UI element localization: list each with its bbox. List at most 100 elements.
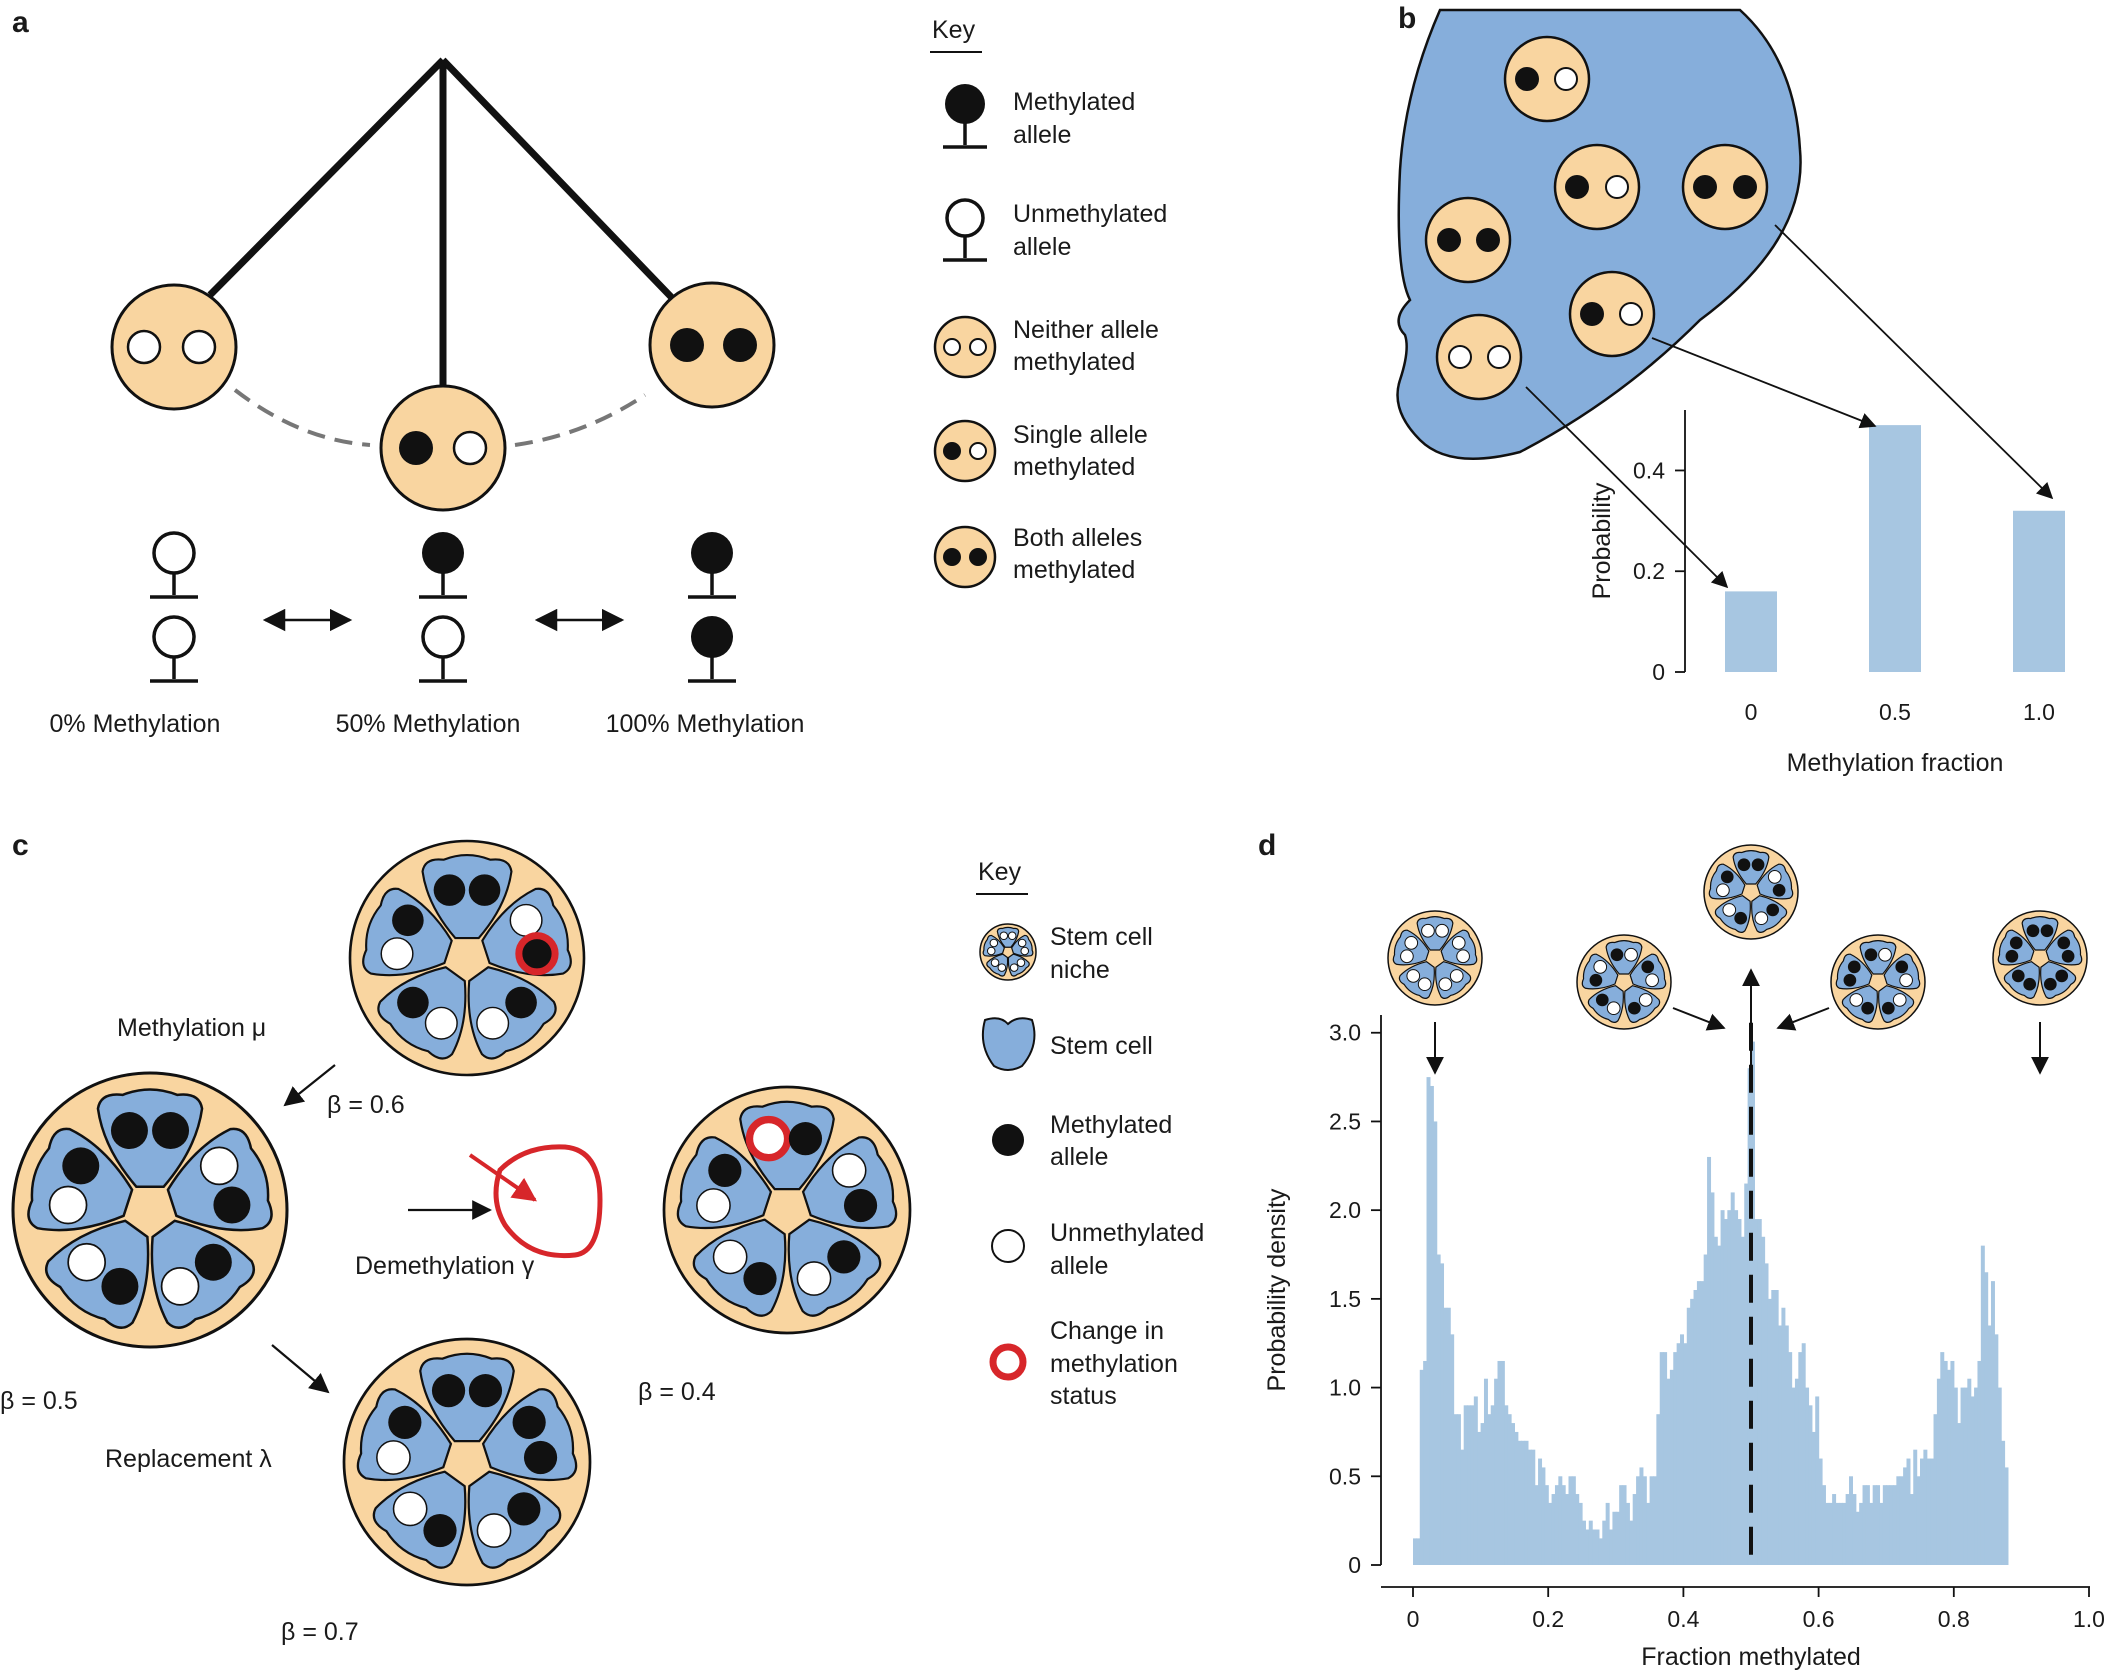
unmethylated-allele <box>1009 963 1019 972</box>
methylated-allele <box>2023 977 2037 991</box>
hist-bar <box>1821 1485 1826 1565</box>
hist-bar <box>1943 1360 1948 1565</box>
y-tick-label: 1.0 <box>1329 1375 1361 1401</box>
hist-bar <box>1413 1538 1417 1565</box>
methylated-allele <box>1881 1001 1895 1015</box>
hist-bar <box>1903 1467 1908 1565</box>
swing-arc-right <box>514 393 647 447</box>
hist-bar <box>1673 1352 1678 1565</box>
hist-bar <box>1656 1414 1661 1565</box>
unmethylated-allele <box>831 1153 867 1188</box>
methylated-allele <box>743 1261 777 1296</box>
hist-bar <box>1534 1485 1539 1565</box>
unmethylated-allele <box>1417 977 1432 992</box>
hist-bar <box>1680 1334 1684 1565</box>
key-a-item-0-line2: allele <box>1013 121 1071 149</box>
tissue-cell <box>1681 143 1769 231</box>
hist-bar <box>1490 1405 1495 1565</box>
x-axis-label: Fraction methylated <box>1641 1643 1861 1671</box>
unmethylated-allele <box>476 1513 512 1548</box>
hist-bar <box>1987 1325 1992 1565</box>
hist-bar <box>1592 1529 1597 1565</box>
unmethylated-allele <box>986 946 996 956</box>
key-a-item-0-line1: Methylated <box>1013 88 1135 116</box>
hist-bar <box>1906 1458 1911 1565</box>
label-replacement-rate: Replacement λ <box>105 1445 272 1473</box>
hist-bar <box>1879 1502 1884 1565</box>
hist-bar <box>1531 1449 1536 1565</box>
hist-bar <box>1990 1281 1995 1565</box>
key-c-item-2-line2: allele <box>1050 1143 1108 1171</box>
hist-bar <box>1625 1502 1630 1565</box>
unmethylated-allele <box>712 1239 748 1275</box>
hist-bar <box>1483 1378 1488 1565</box>
hist-bar <box>1568 1476 1573 1565</box>
unmethylated-allele <box>989 938 999 948</box>
hist-bar <box>1852 1494 1857 1565</box>
hist-bar <box>1477 1431 1482 1565</box>
x-tick-label: 0.5 <box>1879 699 1911 725</box>
hist-bar <box>1936 1378 1941 1565</box>
hist-bar <box>1456 1414 1461 1565</box>
hist-bar <box>1426 1077 1431 1565</box>
x-tick-label: 1.0 <box>2023 699 2055 725</box>
key-a-item-2-line2: methylated <box>1013 348 1135 376</box>
key-title-a: Key <box>932 16 976 44</box>
hist-bar <box>1605 1502 1610 1565</box>
hist-bar <box>1663 1352 1668 1565</box>
replaced-cell-outline <box>493 1144 603 1259</box>
hist-bar <box>1798 1352 1803 1565</box>
mini-niche <box>1576 934 1672 1030</box>
bar <box>1869 425 1921 672</box>
hist-bar <box>1828 1502 1833 1565</box>
unmethylated-allele <box>1449 969 1464 983</box>
hist-bar <box>1595 1529 1600 1565</box>
x-axis-label: Methylation fraction <box>1787 749 2004 777</box>
hist-bar <box>1953 1387 1958 1565</box>
swing-arc-left <box>233 388 371 447</box>
hist-bar <box>1612 1511 1617 1565</box>
hist-bar <box>1892 1485 1897 1565</box>
methylated-allele <box>1895 960 1909 974</box>
hist-bar <box>1696 1281 1701 1565</box>
methylated-allele <box>2040 924 2054 938</box>
hist-bar <box>1700 1281 1705 1565</box>
bar <box>1725 591 1777 672</box>
unmethylated-allele <box>1435 923 1449 938</box>
panel-label-d: d <box>1258 829 1276 862</box>
hist-bar <box>1497 1360 1502 1565</box>
key-c-methylated-allele-icon <box>992 1124 1024 1156</box>
beta-top: β = 0.6 <box>327 1091 405 1119</box>
unmethylated-allele <box>392 1491 428 1527</box>
hist-bar <box>1805 1387 1810 1565</box>
hist-bar <box>1575 1494 1580 1565</box>
y-tick-label: 0.5 <box>1329 1463 1361 1489</box>
unmethylated-allele <box>1456 949 1470 964</box>
methylated-allele <box>507 1492 541 1526</box>
hist-bar <box>1913 1449 1918 1565</box>
tissue-cell <box>1568 270 1656 358</box>
hist-bar <box>1446 1307 1451 1565</box>
key-a-item-4-line1: Both alleles <box>1013 524 1142 552</box>
methylated-allele <box>1720 870 1734 884</box>
mini-niche <box>1992 910 2088 1006</box>
unmethylated-allele <box>1421 923 1435 938</box>
mini-niche <box>1830 934 1926 1030</box>
hist-bar <box>1598 1538 1603 1565</box>
hist-bar <box>1707 1156 1712 1565</box>
tissue-cell <box>1503 35 1591 123</box>
y-tick-label: 0 <box>1348 1552 1361 1578</box>
unmethylated-allele <box>696 1188 731 1223</box>
hist-bar <box>1524 1440 1529 1565</box>
hist-bar <box>1984 1272 1989 1565</box>
hist-bar <box>1808 1405 1813 1565</box>
methylated-allele <box>523 1440 558 1475</box>
unmethylated-allele <box>1016 958 1026 967</box>
hist-bar <box>1588 1520 1593 1565</box>
hist-bar <box>1778 1325 1783 1565</box>
hist-bar <box>1737 1219 1742 1565</box>
key-a-item-3-line1: Single allele <box>1013 421 1148 449</box>
hist-bar <box>1602 1520 1607 1565</box>
